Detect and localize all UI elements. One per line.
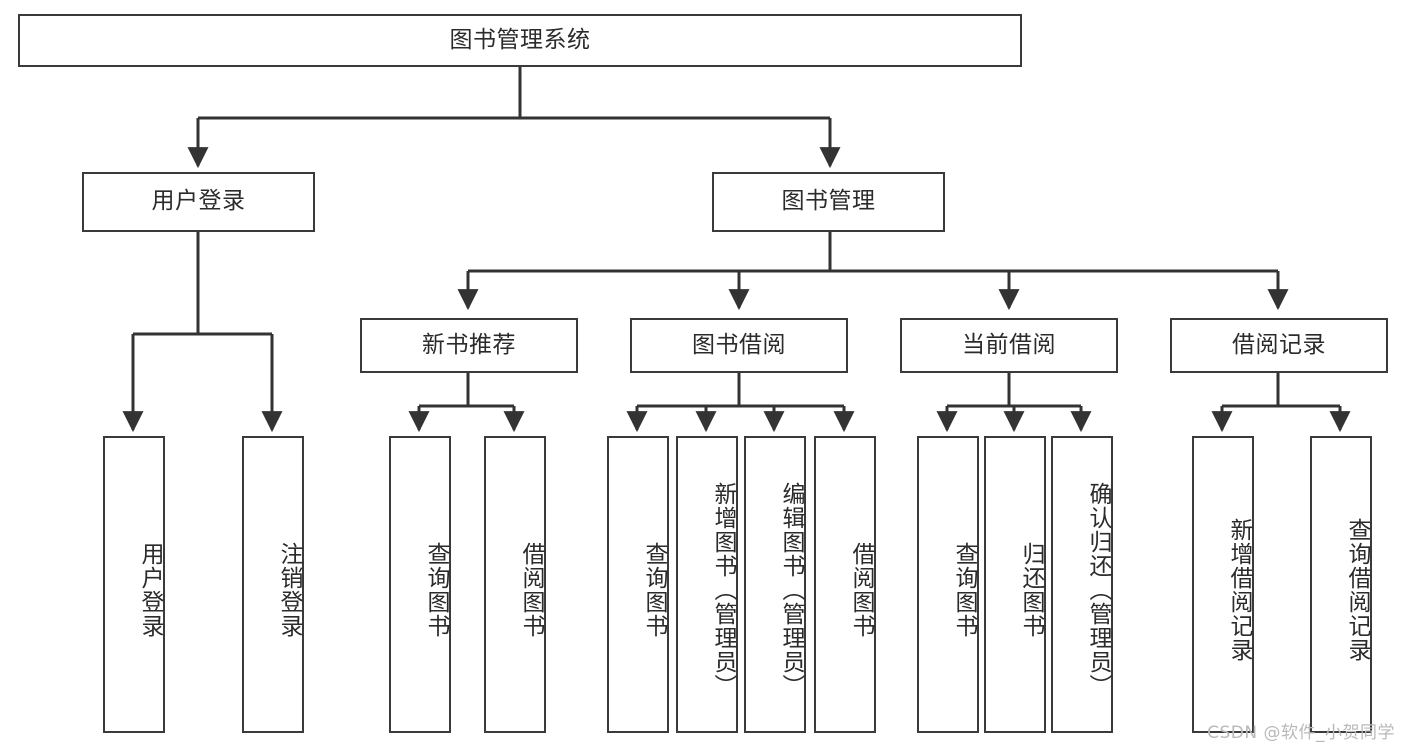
node-leaf-add-record[interactable]: 新增借阅记录 <box>1192 436 1254 733</box>
node-leaf-query-book-1[interactable]: 查询图书 <box>389 436 451 733</box>
node-leaf-query-record[interactable]: 查询借阅记录 <box>1310 436 1372 733</box>
node-borrow-record-label: 借阅记录 <box>1232 331 1326 358</box>
node-book-borrow-label: 图书借阅 <box>692 331 786 358</box>
node-leaf-return-book[interactable]: 归还图书 <box>984 436 1046 733</box>
node-user-login-label: 用户登录 <box>151 188 246 215</box>
node-root-label: 图书管理系统 <box>449 26 591 53</box>
node-book-manage[interactable]: 图书管理 <box>712 172 945 232</box>
node-new-book-recommend-label: 新书推荐 <box>422 331 516 358</box>
node-leaf-edit-book[interactable]: 编辑图书（管理员） <box>744 436 806 733</box>
node-leaf-edit-book-label: 编辑图书（管理员） <box>778 481 804 698</box>
node-leaf-logout-label: 注销登录 <box>276 541 302 638</box>
node-leaf-user-login-label: 用户登录 <box>137 541 163 638</box>
node-leaf-query-record-label: 查询借阅记录 <box>1344 517 1370 662</box>
node-new-book-recommend[interactable]: 新书推荐 <box>360 318 578 373</box>
node-leaf-query-book-1-label: 查询图书 <box>423 541 449 638</box>
node-borrow-record[interactable]: 借阅记录 <box>1170 318 1388 373</box>
node-leaf-logout[interactable]: 注销登录 <box>242 436 304 733</box>
node-leaf-add-book-label: 新增图书（管理员） <box>710 481 736 698</box>
node-leaf-query-book-3[interactable]: 查询图书 <box>917 436 979 733</box>
node-leaf-add-book[interactable]: 新增图书（管理员） <box>676 436 738 733</box>
node-leaf-add-record-label: 新增借阅记录 <box>1226 517 1252 662</box>
node-leaf-confirm-return[interactable]: 确认归还（管理员） <box>1051 436 1113 733</box>
node-leaf-confirm-return-label: 确认归还（管理员） <box>1085 481 1111 698</box>
node-leaf-borrow-book-1[interactable]: 借阅图书 <box>484 436 546 733</box>
node-leaf-borrow-book-2[interactable]: 借阅图书 <box>814 436 876 733</box>
node-leaf-query-book-2[interactable]: 查询图书 <box>607 436 669 733</box>
node-current-borrow-label: 当前借阅 <box>962 331 1056 358</box>
node-leaf-query-book-2-label: 查询图书 <box>641 541 667 638</box>
node-current-borrow[interactable]: 当前借阅 <box>900 318 1118 373</box>
node-book-borrow[interactable]: 图书借阅 <box>630 318 848 373</box>
node-user-login[interactable]: 用户登录 <box>82 172 315 232</box>
node-leaf-borrow-book-1-label: 借阅图书 <box>518 541 544 638</box>
node-leaf-return-book-label: 归还图书 <box>1018 541 1044 638</box>
watermark-text: CSDN @软件_小贺同学 <box>1207 723 1395 743</box>
node-leaf-user-login[interactable]: 用户登录 <box>103 436 165 733</box>
node-leaf-query-book-3-label: 查询图书 <box>951 541 977 638</box>
node-book-manage-label: 图书管理 <box>781 188 876 215</box>
node-leaf-borrow-book-2-label: 借阅图书 <box>848 541 874 638</box>
node-root-system[interactable]: 图书管理系统 <box>18 14 1022 67</box>
